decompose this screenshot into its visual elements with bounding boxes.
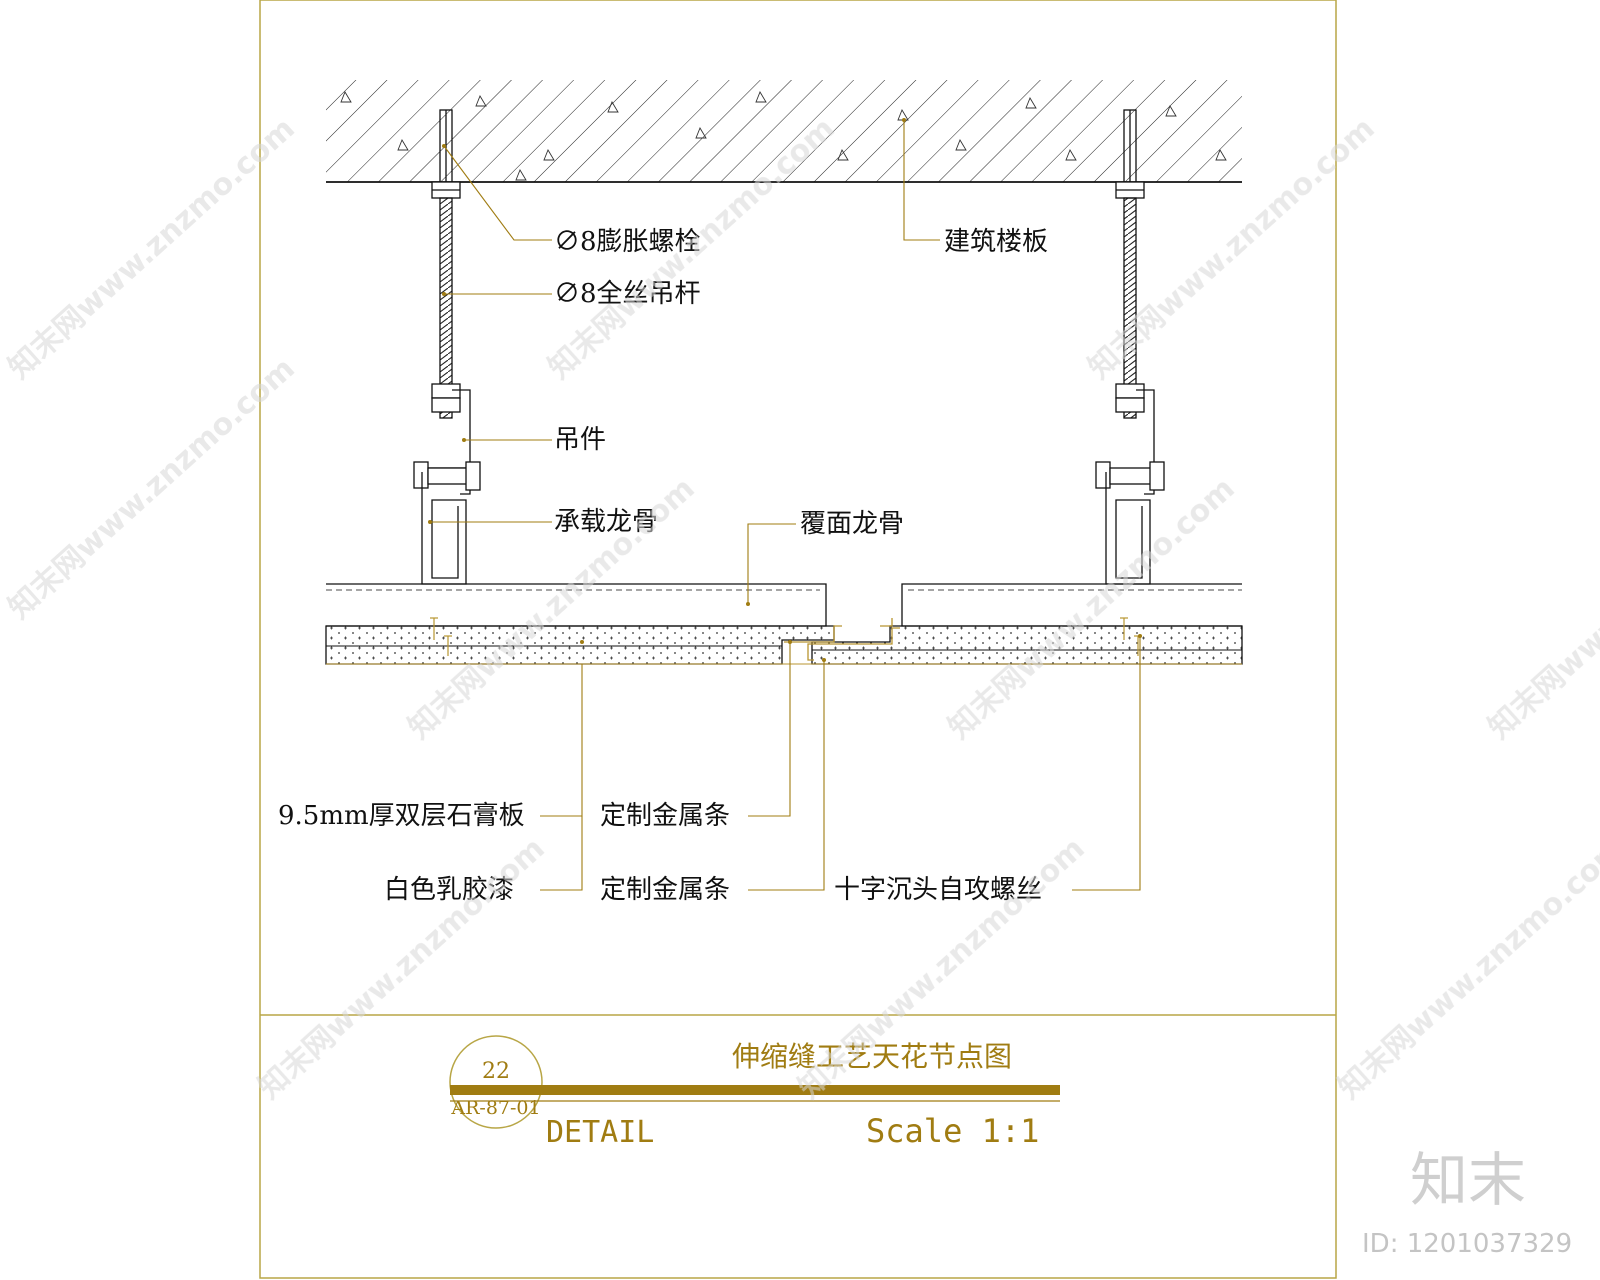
- svg-text:知末网www.znzmo.com: 知末网www.znzmo.com: [2, 111, 302, 386]
- leader-dots: [428, 118, 1142, 662]
- metal-strips: [784, 618, 900, 661]
- detail-number: 22: [482, 1059, 510, 1084]
- detail-caption: DETAIL: [546, 1115, 654, 1150]
- label-main-keel: 承载龙骨: [554, 507, 658, 537]
- label-expansion-bolt: ∅8膨胀螺栓: [554, 227, 701, 257]
- drawing-title: 伸缩缝工艺天花节点图: [732, 1040, 1012, 1073]
- sheet-frame: [259, 0, 1337, 1279]
- label-gypsum-board: 9.5mm厚双层石膏板: [278, 801, 525, 831]
- watermark-id: ID: 1201037329: [1362, 1229, 1572, 1259]
- floor-slab: [326, 80, 1242, 183]
- watermark: 知末网www.znzmo.com 知末网www.znzmo.com 知末网www…: [2, 111, 1600, 1106]
- label-metal-strip-2: 定制金属条: [600, 875, 730, 905]
- scale-caption: Scale 1:1: [866, 1112, 1039, 1150]
- watermark-logo: 知末: [1410, 1146, 1526, 1214]
- hanger-assembly-right: [1095, 109, 1165, 585]
- sheet-number: AR-87-01: [450, 1097, 540, 1119]
- leader-lines: [430, 120, 1141, 891]
- label-hanger: 吊件: [554, 425, 606, 455]
- label-floor-slab: 建筑楼板: [944, 227, 1048, 257]
- detail-marker: [449, 1035, 1060, 1129]
- label-screw: 十字沉头自攻螺丝: [834, 875, 1042, 905]
- label-latex-paint: 白色乳胶漆: [384, 875, 514, 905]
- svg-text:知末网www.znzmo.com: 知末网www.znzmo.com: [942, 471, 1242, 746]
- gypsum-boards: [325, 625, 1243, 665]
- svg-text:知末网www.znzmo.com: 知末网www.znzmo.com: [2, 351, 302, 626]
- label-metal-strip-1: 定制金属条: [600, 801, 730, 831]
- label-cover-keel: 覆面龙骨: [800, 509, 904, 539]
- svg-text:知末网www.znzmo.com: 知末网www.znzmo.com: [402, 471, 702, 746]
- svg-text:知末网www.znzmo.com: 知末网www.znzmo.com: [1482, 471, 1600, 746]
- label-threaded-rod: ∅8全丝吊杆: [554, 279, 701, 309]
- svg-text:知末网www.znzmo.com: 知末网www.znzmo.com: [1332, 831, 1600, 1106]
- screws: [430, 617, 1142, 656]
